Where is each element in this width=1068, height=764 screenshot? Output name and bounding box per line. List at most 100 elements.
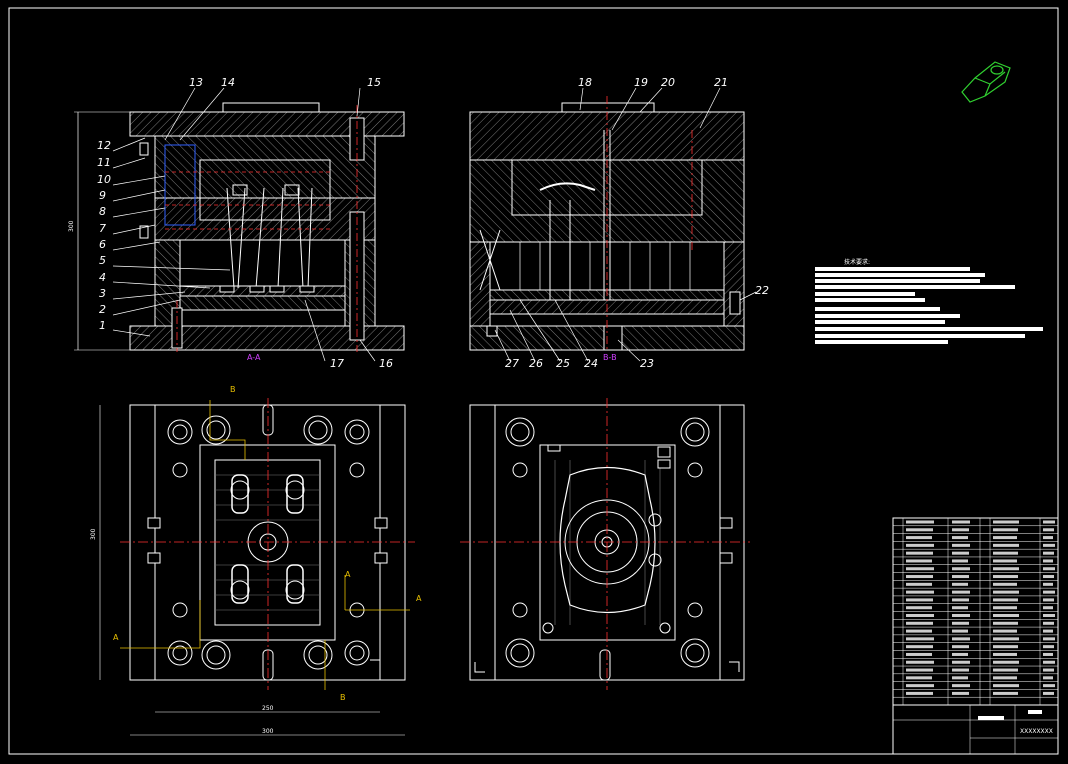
parts-list-cell-text	[906, 645, 933, 649]
parts-list-cell-text	[906, 551, 933, 555]
parts-list-cell-text	[993, 567, 1019, 571]
parts-list-cell-text	[952, 543, 970, 547]
parts-list-cell-text	[952, 645, 969, 649]
parts-list-cell-text	[952, 598, 969, 602]
parts-list-cell-text	[1043, 621, 1054, 625]
parts-list-cell-text	[906, 637, 934, 641]
parts-list-cell-text	[993, 598, 1018, 602]
callout-13: 13	[189, 76, 203, 89]
callout-14: 14	[221, 76, 235, 89]
dim-height-plan: 300	[90, 528, 97, 540]
callout-26: 26	[529, 357, 543, 370]
parts-list-cell-text	[1043, 660, 1055, 664]
parts-list-cell-text	[906, 606, 932, 610]
parts-list-cell-text	[906, 660, 934, 664]
callout-numbers-right: 18 19 20 21 22 27 26 25 24 23 B-B	[505, 76, 769, 370]
dim-width-inner: 250	[262, 705, 274, 712]
parts-list-cell-text	[906, 520, 934, 524]
parts-list-cell-text	[1043, 575, 1054, 579]
callout-6: 6	[99, 238, 106, 251]
parts-list-cell-text	[993, 543, 1019, 547]
section-mark-a-mid: A	[345, 570, 351, 579]
callout-15: 15	[367, 76, 381, 89]
parts-list-cell-text	[1043, 614, 1055, 617]
parts-list-cell-text	[952, 528, 969, 532]
parts-list-cell-text	[1043, 652, 1053, 656]
parts-list-cell-text	[952, 614, 970, 617]
parts-list-cell-text	[952, 536, 968, 540]
parts-list-cell-text	[906, 676, 932, 680]
callout-19: 19	[634, 76, 648, 89]
callout-23: 23	[640, 357, 654, 370]
dim-width-outer: 300	[262, 728, 274, 735]
parts-list-cell-text	[906, 582, 932, 586]
parts-list-cell-text	[952, 606, 968, 610]
parts-list-cell-text	[906, 684, 934, 688]
parts-list-cell-text	[1043, 567, 1055, 571]
parts-list-cell-text	[952, 582, 968, 586]
section-mark-b-bottom: B	[340, 693, 346, 702]
section-b-b-view	[469, 96, 745, 352]
parts-list-cell-text	[1043, 528, 1054, 532]
callout-17: 17	[330, 357, 344, 370]
parts-list-cell-text	[906, 598, 933, 602]
parts-list-cell-text	[993, 691, 1018, 695]
parts-list-cell-text	[993, 590, 1019, 594]
parts-list-cell-text	[906, 567, 934, 571]
parts-list-cell-text	[1043, 645, 1054, 649]
callout-1: 1	[99, 319, 106, 332]
parts-list-cell-text	[952, 520, 970, 524]
parts-list-cell-text	[993, 559, 1017, 563]
callout-25: 25	[556, 357, 570, 370]
parts-list-cell-text	[1043, 598, 1054, 602]
section-mark-a-right: A	[416, 594, 422, 603]
parts-list-cell-text	[906, 528, 933, 532]
parts-list-cell-text	[993, 551, 1018, 555]
parts-list-cell-text	[952, 637, 970, 641]
callout-22: 22	[755, 284, 769, 297]
parts-list-cell-text	[1043, 536, 1053, 540]
callout-12: 12	[97, 139, 111, 152]
parts-list-cell-text	[1043, 582, 1053, 586]
parts-list-cell-text	[993, 536, 1017, 540]
callout-27: 27	[505, 357, 519, 370]
parts-list-cell-text	[993, 582, 1017, 586]
parts-list-cell-text	[1043, 668, 1054, 672]
parts-list-cell-text	[1043, 691, 1054, 695]
callout-18: 18	[578, 76, 592, 89]
tech-req-title: 技术要求:	[844, 258, 870, 266]
callout-4: 4	[99, 271, 106, 284]
section-label-a-a: A-A	[247, 353, 261, 362]
callout-24: 24	[584, 357, 598, 370]
parts-list-cell-text	[952, 684, 970, 688]
parts-list-cell-text	[906, 621, 933, 625]
callout-leaders-left	[112, 87, 376, 362]
parts-list-cell-text	[993, 637, 1019, 641]
callout-10: 10	[97, 173, 111, 186]
drawing-border	[8, 7, 1059, 755]
title-block-code: XXXXXXXX	[1020, 728, 1053, 735]
parts-list-cell-text	[952, 567, 970, 571]
parts-list-cell-text	[1043, 520, 1055, 524]
parts-list-cell-text	[906, 543, 934, 547]
parts-list-cell-text	[906, 590, 934, 594]
parts-list-cell-text	[906, 575, 933, 579]
section-mark-a-left: A	[113, 633, 119, 642]
callout-3: 3	[99, 287, 106, 300]
parts-list-cell-text	[1043, 559, 1053, 563]
parts-list-cell-text	[906, 629, 932, 633]
parts-list-cell-text	[1043, 629, 1053, 633]
parts-list-cell-text	[993, 621, 1018, 625]
parts-list-cell-text	[952, 676, 968, 680]
parts-list-cell-text	[906, 691, 933, 695]
callout-20: 20	[661, 76, 675, 89]
parts-list-cell-text	[993, 528, 1018, 532]
parts-list-cell-text	[1043, 684, 1055, 688]
parts-list-cell-text	[906, 536, 932, 540]
parts-list-cell-text	[952, 668, 969, 672]
parts-list-cell-text	[906, 652, 932, 656]
section-label-b-b: B-B	[603, 353, 617, 362]
parts-list-cell-text	[952, 629, 968, 633]
parts-list-cell-text	[952, 559, 968, 563]
